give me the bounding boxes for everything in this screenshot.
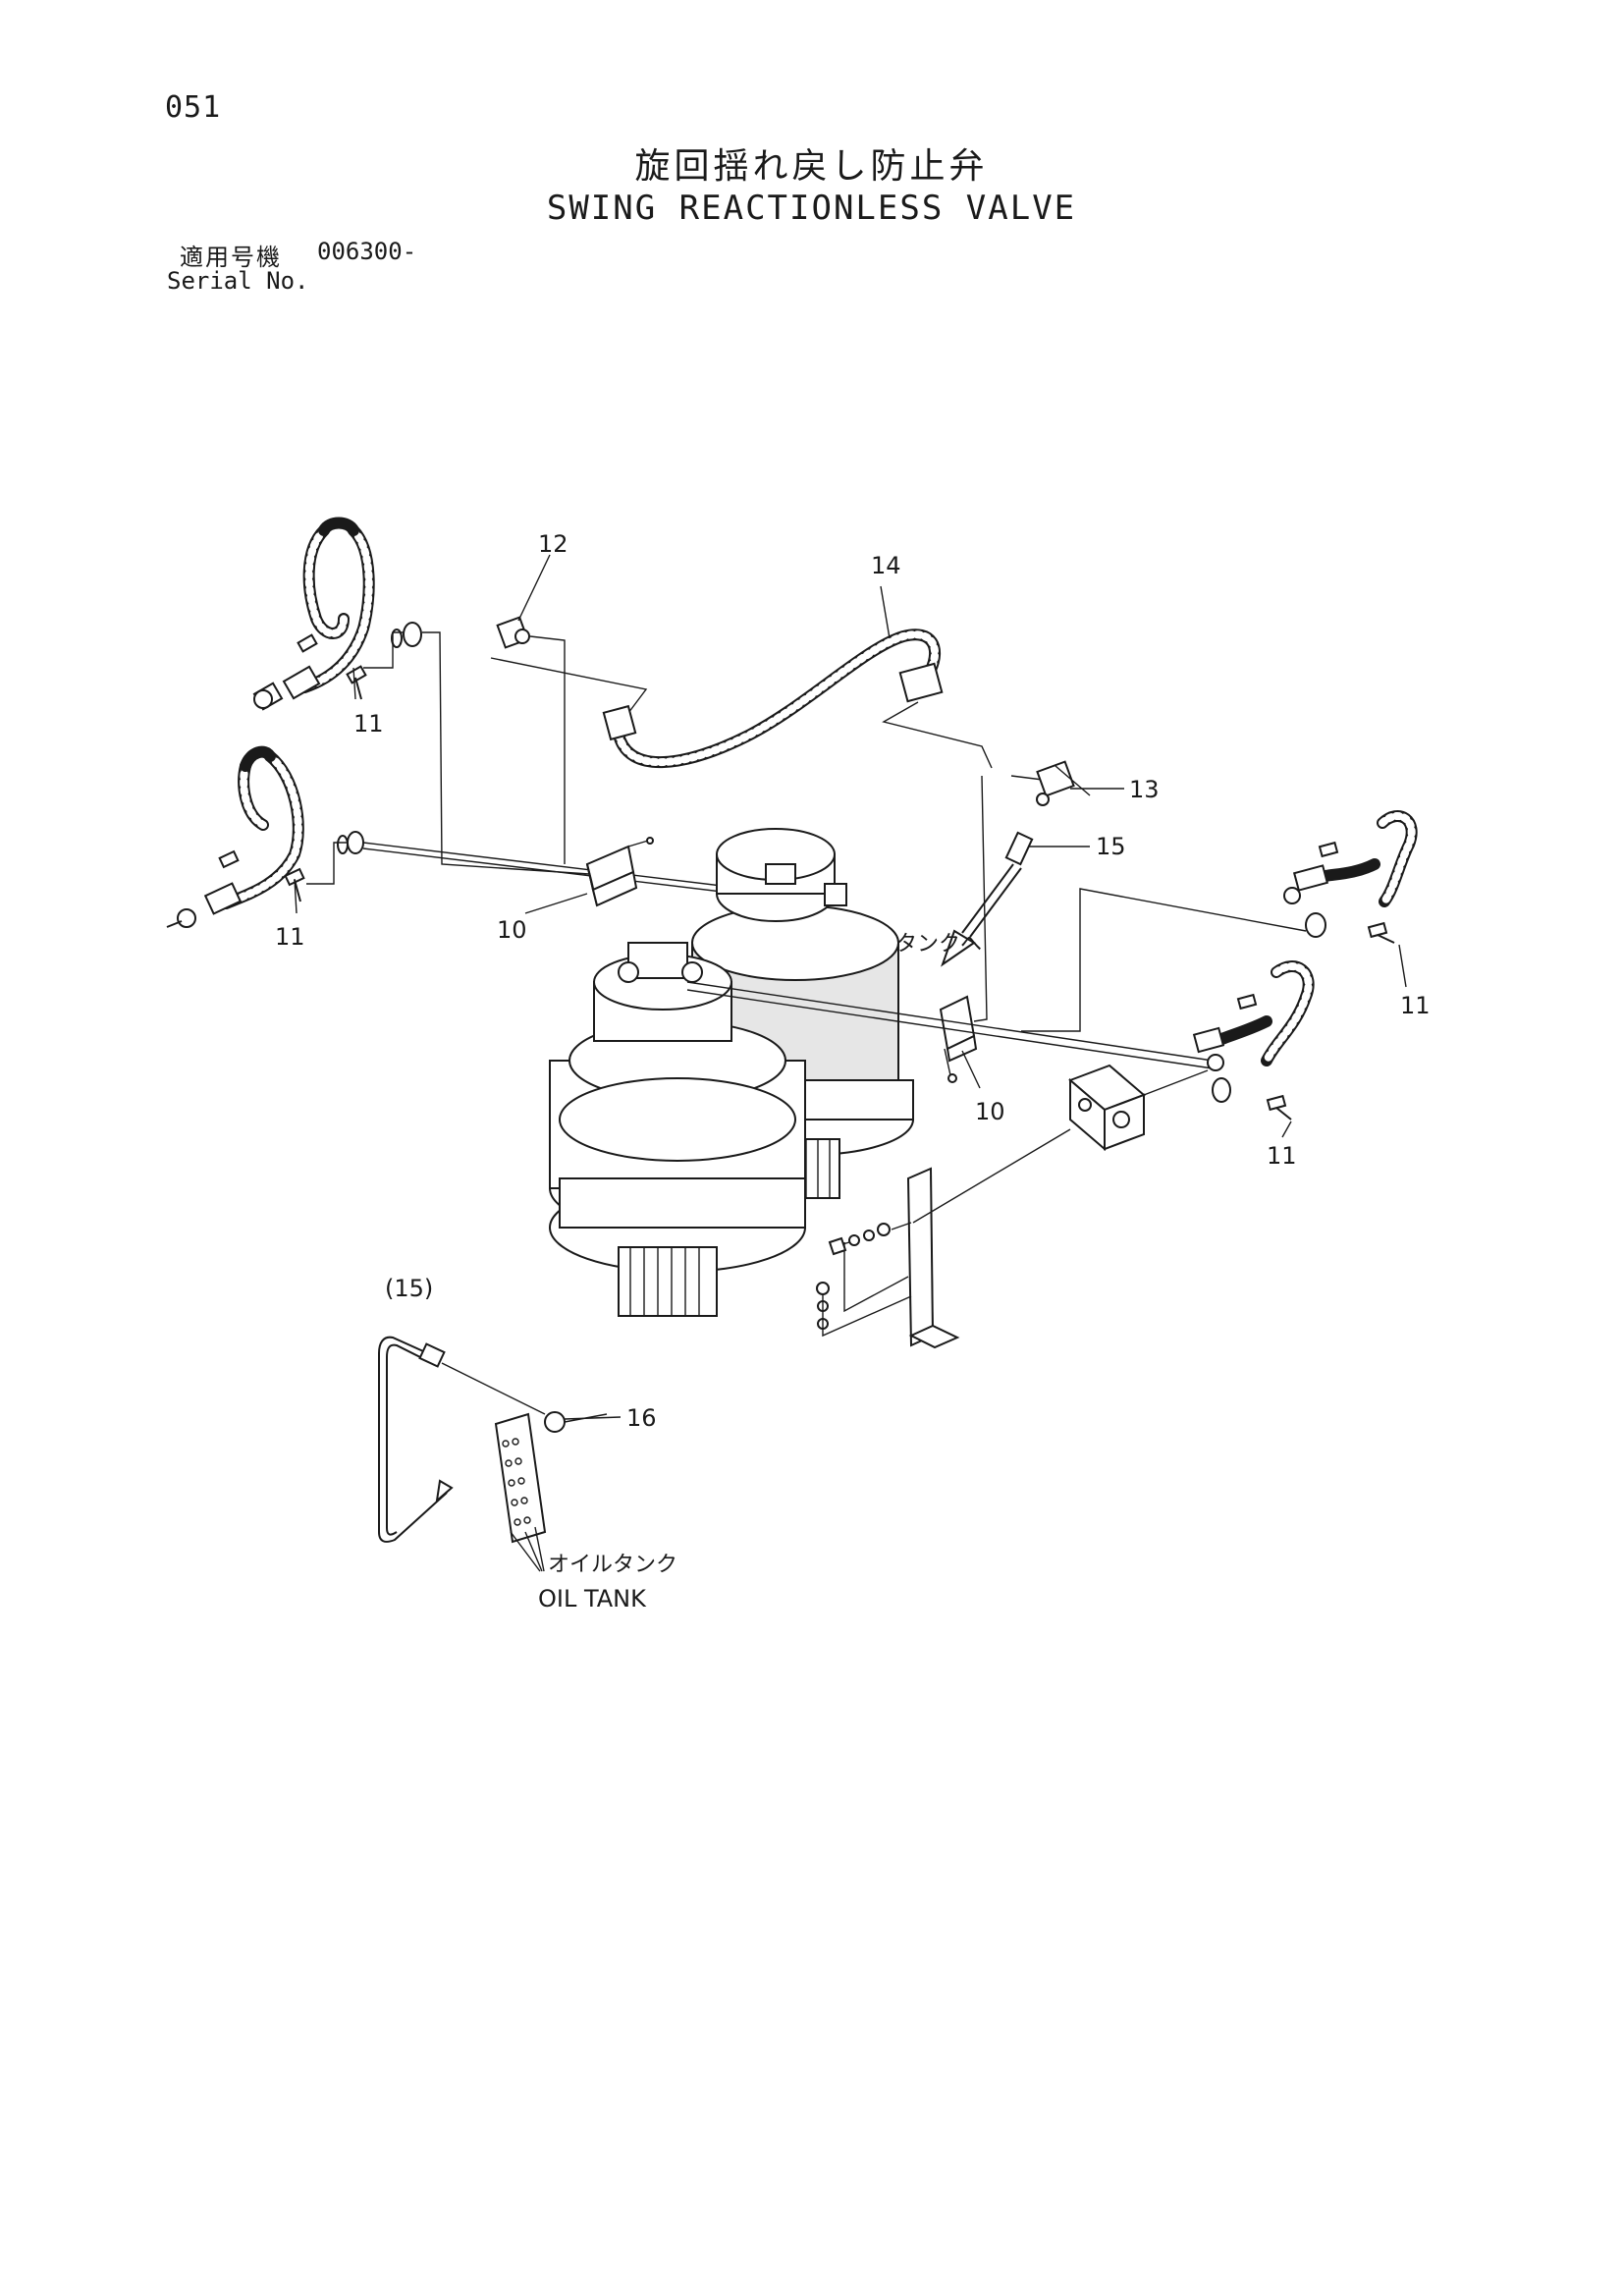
hose-14 — [602, 629, 993, 769]
callout-14: 14 — [871, 552, 901, 579]
callout-10-right: 10 — [975, 1098, 1005, 1125]
oil-tank-detail — [378, 1336, 608, 1572]
callout-11-lower-right: 11 — [1267, 1142, 1297, 1170]
gear-front — [618, 1246, 718, 1317]
oil-tank-label-en: OIL TANK — [538, 1585, 647, 1613]
callout-15-reference: (15) — [385, 1275, 433, 1302]
right-lower-hose-assembly — [1192, 960, 1315, 1121]
leader-lines — [294, 554, 1407, 1420]
right-upper-hose-assembly — [1283, 810, 1418, 944]
valve-block-10-left — [585, 837, 654, 907]
fitting-15 — [941, 831, 1034, 967]
left-pilot-lines — [362, 631, 747, 896]
serial-label-en: Serial No. — [167, 267, 309, 295]
callout-11-upper-right: 11 — [1400, 992, 1431, 1019]
page-number: 051 — [165, 90, 222, 125]
lower-left-hose-assembly — [166, 745, 364, 928]
callout-13: 13 — [1129, 776, 1160, 803]
serial-label-jp: 適用号機 — [180, 244, 282, 271]
callout-15: 15 — [1096, 833, 1126, 860]
callout-10-left: 10 — [497, 916, 527, 944]
manifold-block — [1068, 1064, 1209, 1152]
callout-16: 16 — [626, 1404, 657, 1432]
callout-11-lower-left: 11 — [275, 923, 305, 951]
callout-11-upper-left: 11 — [353, 710, 384, 738]
fitting-13 — [1036, 760, 1091, 806]
bracket — [816, 1128, 1071, 1349]
fitting-12 — [490, 616, 648, 864]
page-title-jp: 旋回揺れ戻し防止弁 — [634, 146, 989, 187]
right-pilot-lines — [686, 775, 1307, 1069]
page-title-en: SWING REACTIONLESS VALVE — [546, 189, 1077, 228]
serial-value: 006300- — [317, 238, 417, 265]
oil-tank-label-jp: オイルタンク — [548, 1553, 677, 1577]
upper-left-hose-assembly — [252, 517, 422, 711]
to-tank-label: タンクへ — [895, 932, 982, 957]
swing-motor-front — [549, 942, 806, 1317]
callout-12: 12 — [538, 530, 568, 558]
